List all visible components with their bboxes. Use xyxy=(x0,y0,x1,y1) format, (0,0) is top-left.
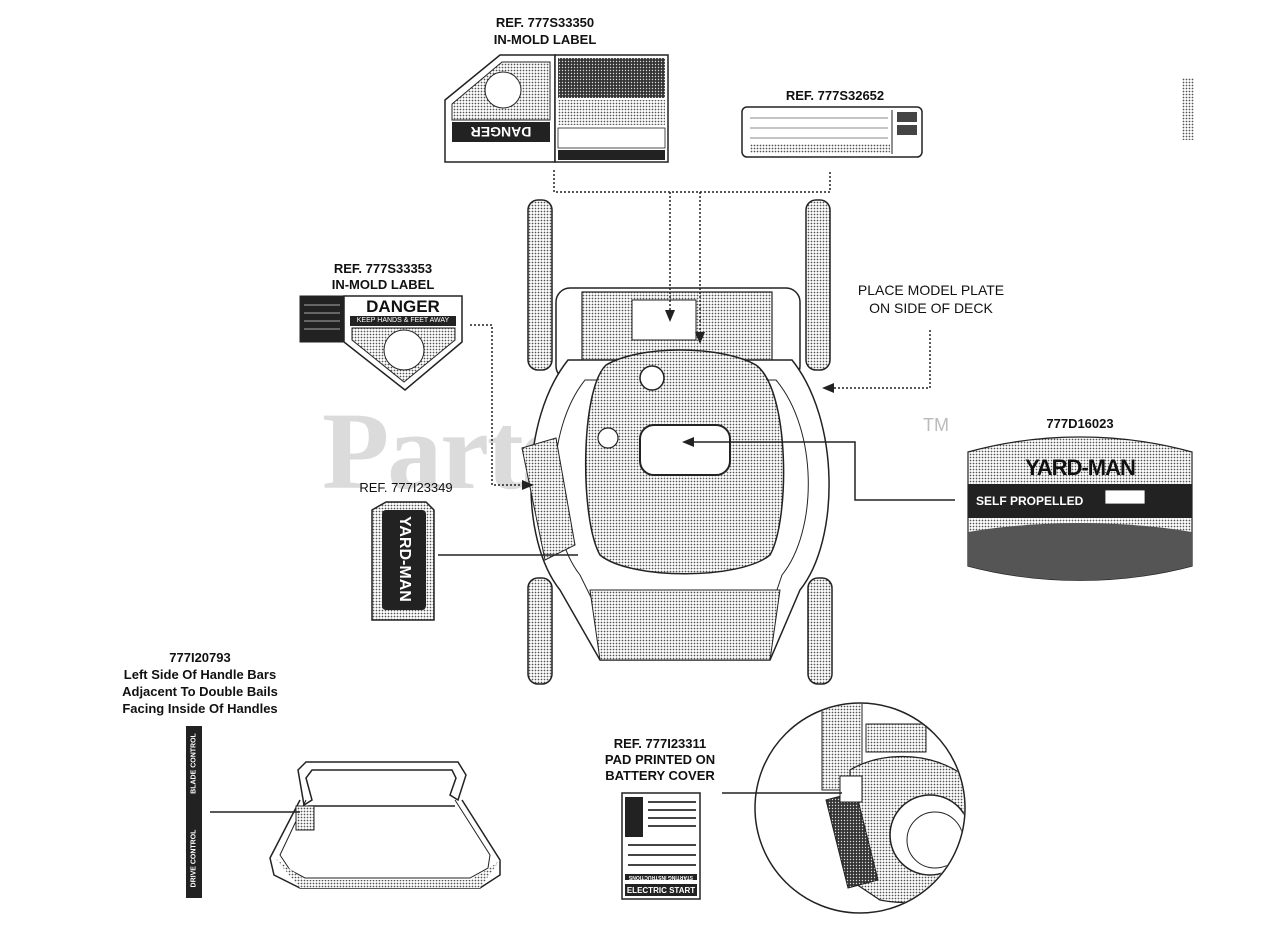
callout-handle-line3: Facing Inside Of Handles xyxy=(122,701,278,716)
watermark-trademark: TM xyxy=(923,415,949,435)
fuel-cap xyxy=(639,365,665,391)
brand-name: YARD-MAN xyxy=(1025,455,1136,480)
side-decal-brand: YARD-MAN xyxy=(396,516,413,602)
handle-decal-strip xyxy=(186,726,202,898)
callout-777i20793: 777I20793 xyxy=(169,650,231,665)
blade-control-text: BLADE CONTROL xyxy=(190,733,198,794)
callout-handle-line1: Left Side Of Handle Bars xyxy=(123,667,277,682)
warning-label-top-right xyxy=(741,106,923,158)
rear-right-wheel xyxy=(805,199,831,371)
battery-cover-label xyxy=(621,792,701,900)
callout-in-mold-top: IN-MOLD LABEL xyxy=(493,32,597,47)
corner-mark xyxy=(1182,78,1194,140)
danger-word-left: DANGER xyxy=(366,297,440,316)
danger-sub-left: KEEP HANDS & FEET AWAY xyxy=(356,317,450,324)
callout-ref-777s33350: REF. 777S33350 xyxy=(495,15,595,30)
self-propelled-text: SELF PROPELLED xyxy=(976,494,1084,508)
engine-badge xyxy=(639,424,731,476)
callout-handle-line2: Adjacent To Double Bails xyxy=(122,684,278,699)
callout-model-plate-1: PLACE MODEL PLATE xyxy=(857,282,1005,298)
electric-start-text: ELECTRIC START xyxy=(626,886,696,895)
callout-ref-777i23311: REF. 777I23311 xyxy=(613,736,707,751)
callout-battery-line2: BATTERY COVER xyxy=(605,768,715,783)
callout-777d16023: 777D16023 xyxy=(1046,416,1114,431)
leader-lines xyxy=(470,170,931,486)
callout-in-mold-left: IN-MOLD LABEL xyxy=(331,277,435,292)
side-decal xyxy=(371,501,435,621)
front-left-wheel xyxy=(527,577,553,685)
battery-detail-circle xyxy=(754,702,966,914)
callout-ref-777s33353: REF. 777S33353 xyxy=(333,261,433,276)
brand-decal xyxy=(967,436,1193,581)
starting-instructions-text: STARTING INSTRUCTIONS xyxy=(628,874,694,880)
danger-label-top xyxy=(444,54,669,163)
drive-control-text: DRIVE CONTROL xyxy=(190,829,198,888)
callout-ref-777s32652: REF. 777S32652 xyxy=(785,88,885,103)
callout-ref-777i23349: REF. 777I23349 xyxy=(359,480,453,495)
danger-label-left xyxy=(299,295,463,391)
handle-view xyxy=(186,726,501,898)
mower-top-view xyxy=(521,199,833,685)
danger-word-top: DANGER xyxy=(470,124,532,140)
callout-battery-line1: PAD PRINTED ON xyxy=(604,752,716,767)
front-right-wheel xyxy=(807,577,833,685)
callout-model-plate-2: ON SIDE OF DECK xyxy=(869,300,993,316)
rear-left-wheel xyxy=(527,199,553,371)
